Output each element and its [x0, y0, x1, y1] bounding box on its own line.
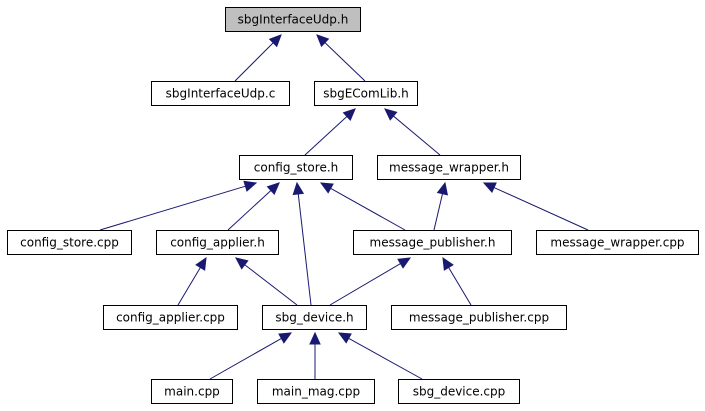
node-label: sbgInterfaceUdp.h [238, 13, 349, 27]
edge-line [393, 115, 441, 156]
edge-main_mag_cpp-to-sbg_device_h [309, 331, 321, 379]
node-box [377, 155, 521, 180]
edge-line [330, 187, 406, 231]
arrowhead [268, 34, 282, 48]
node-sbgInterfaceUdp-c[interactable]: sbgInterfaceUdp.c [151, 81, 290, 106]
edge-sbgInterfaceUdp_c-to-sbgInterfaceUdp_h [234, 34, 282, 82]
edge-message_wrapper_cpp-to-message_wrapper_h [482, 182, 589, 231]
arrowhead [316, 34, 330, 48]
node-box [353, 230, 512, 255]
edge-sbg_device_h-to-config_applier_h [235, 257, 298, 306]
node-main-mag-cpp[interactable]: main_mag.cpp [257, 379, 375, 404]
edges-layer [99, 34, 589, 380]
node-label: message_publisher.cpp [409, 311, 549, 325]
node-message-wrapper-cpp[interactable]: message_wrapper.cpp [536, 230, 699, 255]
edge-message_publisher_h-to-config_store_h [319, 182, 406, 231]
edge-line [493, 187, 589, 231]
node-label: config_applier.cpp [116, 311, 225, 325]
arrowhead [278, 332, 293, 344]
node-main-cpp[interactable]: main.cpp [151, 379, 233, 404]
arrowhead [292, 181, 305, 196]
arrowhead [235, 257, 249, 270]
node-box [262, 305, 367, 330]
edge-config_applier_h-to-config_store_h [227, 182, 280, 231]
node-sbg-device-cpp[interactable]: sbg_device.cpp [398, 379, 520, 404]
arrowhead [319, 182, 334, 194]
arrowhead [309, 331, 321, 345]
node-box [151, 81, 290, 106]
arrowhead [266, 182, 280, 196]
node-label: message_wrapper.cpp [550, 236, 684, 250]
arrowhead [397, 257, 412, 269]
node-box [225, 7, 361, 32]
node-box [314, 81, 418, 106]
arrowhead [342, 108, 356, 122]
edge-line [348, 337, 423, 380]
nodes-layer: sbgInterfaceUdp.h sbgInterfaceUdp.c sbgECo… [7, 7, 699, 404]
node-config-store-cpp[interactable]: config_store.cpp [7, 230, 132, 255]
node-message-wrapper-h[interactable]: message_wrapper.h [377, 155, 521, 180]
node-message-publisher-h[interactable]: message_publisher.h [353, 230, 512, 255]
edge-sbg_device_cpp-to-sbg_device_h [337, 332, 423, 380]
edge-main_cpp-to-sbg_device_h [209, 332, 293, 380]
edge-line [433, 193, 443, 231]
node-box [257, 379, 375, 404]
edge-sbg_device_h-to-message_publisher_h [329, 257, 412, 306]
edge-line [177, 267, 201, 306]
edge-config_applier_cpp-to-config_applier_h [177, 256, 207, 306]
node-label: sbg_device.h [275, 311, 353, 325]
node-sbgEComLib-h[interactable]: sbgEComLib.h [314, 81, 418, 106]
node-label: main_mag.cpp [272, 385, 360, 399]
node-box [536, 230, 699, 255]
arrowhead [195, 256, 207, 271]
node-label: message_publisher.h [370, 236, 496, 250]
node-config-applier-h[interactable]: config_applier.h [156, 230, 279, 255]
arrowhead [243, 180, 258, 192]
edge-config_store_cpp-to-config_store_h [99, 180, 258, 231]
node-label: config_store.h [254, 161, 339, 175]
edge-message_publisher_cpp-to-message_publisher_h [442, 256, 472, 306]
node-config-store-h[interactable]: config_store.h [239, 155, 353, 180]
edge-line [329, 263, 401, 306]
arrowhead [384, 108, 398, 121]
edge-line [448, 267, 472, 306]
node-label: sbg_device.cpp [413, 385, 506, 399]
node-label: message_wrapper.h [389, 161, 509, 175]
node-label: sbgInterfaceUdp.c [166, 87, 276, 101]
node-label: config_store.cpp [20, 236, 119, 250]
node-box [103, 305, 238, 330]
arrowhead [442, 256, 454, 271]
node-box [398, 379, 520, 404]
edge-sbg_device_h-to-config_store_h [292, 181, 312, 306]
node-label: main.cpp [164, 385, 220, 399]
node-sbgInterfaceUdp-h[interactable]: sbgInterfaceUdp.h [225, 7, 361, 32]
node-label: config_applier.h [170, 236, 265, 250]
edge-line [244, 264, 298, 306]
node-box [156, 230, 279, 255]
edge-line [324, 42, 366, 82]
node-label: sbgEComLib.h [323, 87, 409, 101]
edge-line [304, 116, 348, 156]
node-box [7, 230, 132, 255]
node-box [151, 379, 233, 404]
edge-message_publisher_h-to-message_wrapper_h [433, 181, 449, 231]
node-box [239, 155, 353, 180]
edge-line [209, 337, 282, 380]
edge-line [227, 190, 272, 231]
node-box [391, 305, 567, 330]
edge-message_wrapper_h-to-sbgEComLib_h [384, 108, 441, 156]
arrowhead [337, 332, 352, 344]
node-message-publisher-cpp[interactable]: message_publisher.cpp [391, 305, 567, 330]
node-config-applier-cpp[interactable]: config_applier.cpp [103, 305, 238, 330]
edge-line [99, 185, 246, 231]
edge-config_store_h-to-sbgEComLib_h [304, 108, 356, 156]
edge-line [297, 193, 312, 306]
edge-sbgEComLib_h-to-sbgInterfaceUdp_h [316, 34, 366, 82]
node-sbg-device-h[interactable]: sbg_device.h [262, 305, 367, 330]
arrowhead [436, 181, 449, 196]
arrowhead [482, 182, 497, 193]
edge-line [234, 42, 274, 82]
